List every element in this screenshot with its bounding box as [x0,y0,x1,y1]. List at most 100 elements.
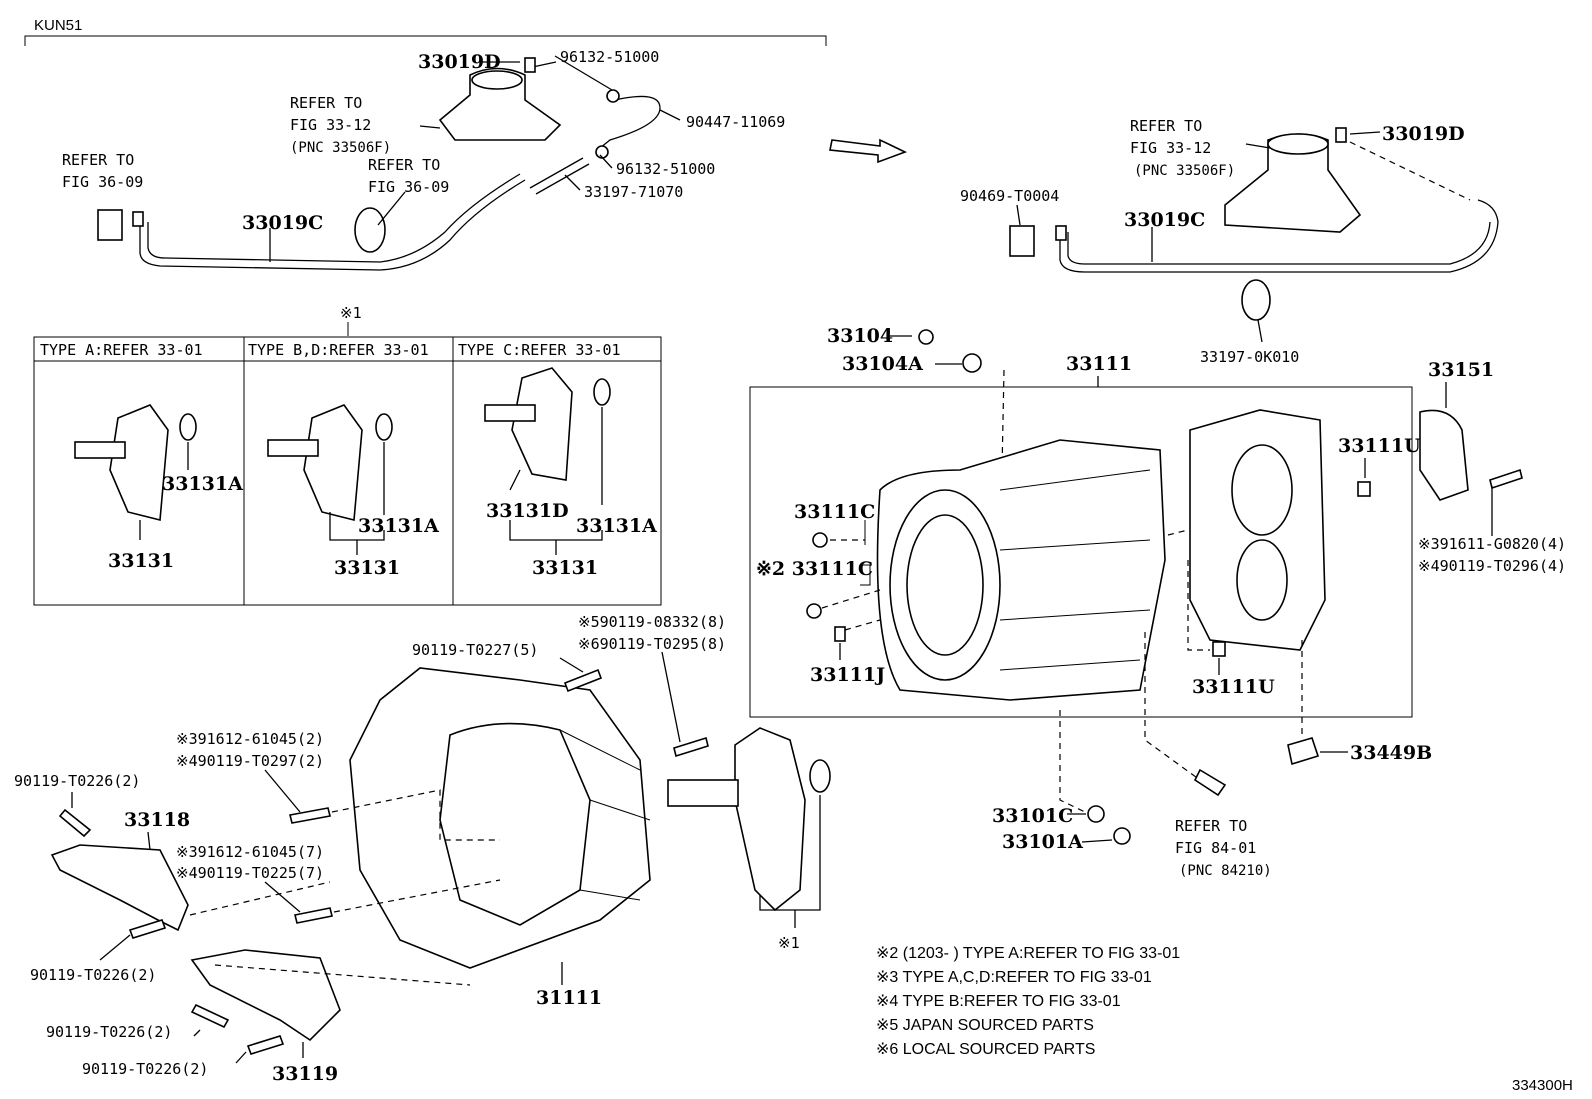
callout-33131-type-c: 33131 [532,557,598,579]
type-table [33,336,662,606]
callout-33111-box: 33111 [1066,353,1132,375]
svg-text:(PNC 33506F): (PNC 33506F) [290,140,391,156]
svg-text:FIG 84-01: FIG 84-01 [1175,839,1256,857]
callout-391611: ※391611-G0820(4) [1418,535,1566,553]
bolt-90119-t0227 [563,668,603,693]
pin-33111j [834,626,846,642]
bolt-90119-t0226-c [190,1003,230,1029]
callout-33131a-type-bd: 33131A [358,515,439,537]
callout-33111j: 33111J [810,664,885,686]
callout-33019d-right: 33019D [1382,123,1465,145]
svg-text:FIG 36-09: FIG 36-09 [62,173,143,191]
refer-fig-36-09-a: REFER TO FIG 36-09 [62,151,143,191]
pin-33111u-top [1357,481,1371,497]
model-label: KUN51 [34,17,82,34]
bolt-33101a [1113,827,1131,845]
transmission-case [876,439,1166,701]
callout-33101c: 33101C [992,805,1073,827]
rear-cover-33151 [1419,409,1469,501]
svg-text:FIG 33-12: FIG 33-12 [290,116,371,134]
mark-1-bottom: ※1 [778,934,800,952]
bolt-391611 [1489,468,1523,490]
pin-33111u-bottom [1212,641,1226,657]
callout-90119-t0226-a: 90119-T0226(2) [14,772,140,790]
callout-33111u-bottom: 33111U [1192,676,1275,698]
mount-bracket-33118 [50,844,189,932]
callout-33111u-top: 33111U [1338,435,1421,457]
svg-text:FIG 36-09: FIG 36-09 [368,178,449,196]
pin-33111c-b [806,603,822,619]
callout-90119-t0226-b: 90119-T0226(2) [30,966,156,984]
callout-31111: 31111 [536,987,602,1009]
note-3: ※3 TYPE A,C,D:REFER TO FIG 33-01 [876,969,1152,986]
callout-490119-t0297: ※490119-T0297(2) [176,752,324,770]
retainer-type-c [484,367,611,555]
note-2: ※2 (1203- ) TYPE A:REFER TO FIG 33-01 [876,945,1180,962]
front-bearing-retainer [667,727,831,912]
adapter-plate [1189,409,1326,651]
refer-fig-36-09-b: REFER TO FIG 36-09 [368,156,449,196]
refer-fig-33-12-left: REFER TO FIG 33-12 (PNC 33506F) [290,94,391,156]
callout-33131-type-a: 33131 [108,550,174,572]
retainer-type-a [74,404,197,540]
pin-33111c-a [812,532,828,548]
callout-33119: 33119 [272,1063,338,1085]
callout-90469: 90469-T0004 [960,187,1059,205]
bolt-90119-t0226-b [128,919,167,939]
svg-text:REFER TO: REFER TO [1130,117,1202,135]
svg-text:REFER TO: REFER TO [290,94,362,112]
direction-arrow [829,138,908,164]
washer-33104a [962,353,982,373]
callout-33131-type-bd: 33131 [334,557,400,579]
svg-text:REFER TO: REFER TO [62,151,134,169]
footnotes: ※2 (1203- ) TYPE A:REFER TO FIG 33-01 ※3… [876,945,1180,1058]
mount-bracket-33119 [190,949,341,1042]
refer-fig-84-01: REFER TO FIG 84-01 (PNC 84210) [1175,817,1272,879]
callout-33197-71070: 33197-71070 [584,183,683,201]
breather-hose-assembly-left [97,57,661,271]
callout-90119-t0227: 90119-T0227(5) [412,641,538,659]
callout-33104: 33104 [827,325,893,347]
bolt-90119-t0226-d [246,1035,285,1055]
diagram-id: 334300H [1512,1077,1573,1094]
callout-490119-t0225: ※490119-T0225(7) [176,864,324,882]
callout-33101a: 33101A [1002,831,1083,853]
type-c-header: TYPE C:REFER 33-01 [458,341,621,359]
callout-33104a: 33104A [842,353,923,375]
bolt-33104 [918,329,934,345]
svg-text:FIG 33-12: FIG 33-12 [1130,139,1211,157]
callout-96132-top: 96132-51000 [560,48,659,66]
callout-90119-t0226-d: 90119-T0226(2) [82,1060,208,1078]
top-bracket [24,35,827,46]
svg-text:REFER TO: REFER TO [368,156,440,174]
mark-1-table: ※1 [340,304,362,322]
callout-33111c-a: 33111C [794,501,875,523]
bolt-391612-a [289,807,331,824]
note-6: ※6 LOCAL SOURCED PARTS [876,1041,1095,1058]
callout-33111c-b: ※2 33111C [756,558,873,580]
callout-590119: ※590119-08332(8) [578,613,726,631]
callout-33131a-type-a: 33131A [162,473,243,495]
bolt-590119 [673,736,709,758]
svg-text:(PNC 84210): (PNC 84210) [1179,863,1272,879]
breather-hose-assembly-right [1009,127,1499,321]
retainer-type-bd [267,404,393,555]
type-bd-header: TYPE B,D:REFER 33-01 [248,341,429,359]
callout-33151: 33151 [1428,359,1494,381]
callout-690119: ※690119-T0295(8) [578,635,726,653]
callout-90119-t0226-c: 90119-T0226(2) [46,1023,172,1041]
plug-33449b [1287,737,1320,766]
washer-33101c [1087,805,1105,823]
note-4: ※4 TYPE B:REFER TO FIG 33-01 [876,993,1121,1010]
bolt-90119-t0226-a [58,808,92,838]
callout-90447: 90447-11069 [686,113,785,131]
callout-33118: 33118 [124,809,190,831]
callout-33131a-type-c: 33131A [576,515,657,537]
callout-490119-t0296: ※490119-T0296(4) [1418,557,1566,575]
note-5: ※5 JAPAN SOURCED PARTS [876,1017,1094,1034]
speed-sensor [1193,768,1227,797]
refer-fig-33-12-right: REFER TO FIG 33-12 (PNC 33506F) [1130,117,1235,179]
svg-text:(PNC 33506F): (PNC 33506F) [1134,163,1235,179]
callout-391612-a: ※391612-61045(2) [176,730,324,748]
